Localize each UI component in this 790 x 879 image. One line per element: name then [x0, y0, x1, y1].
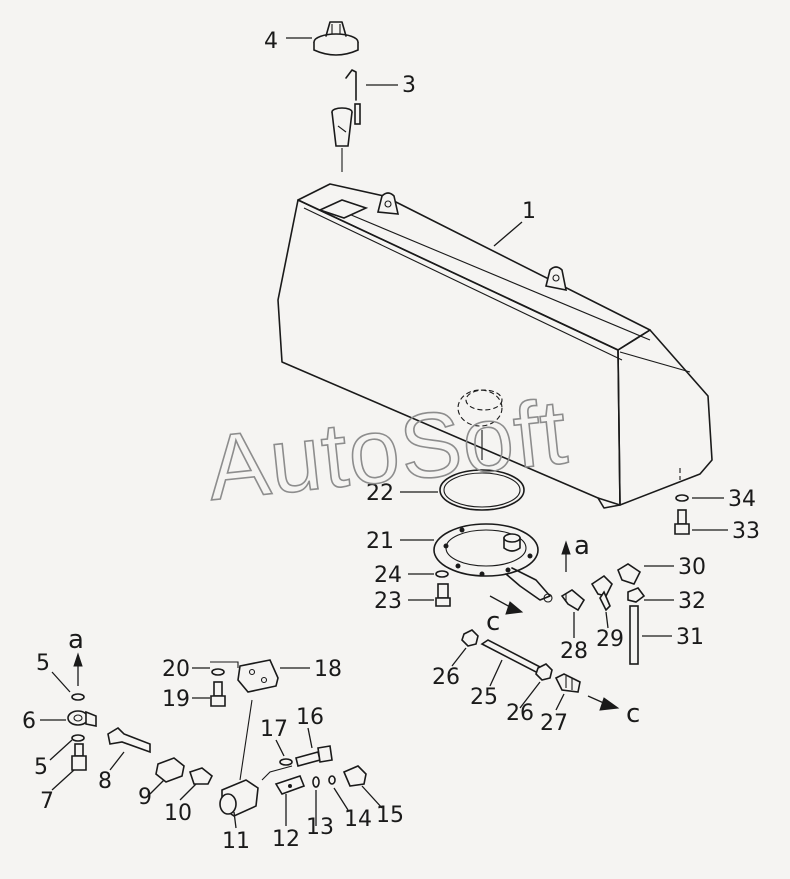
callout-7: 7 — [40, 789, 54, 814]
arrow-label-a-top: a — [574, 531, 590, 561]
tube-25 — [480, 639, 544, 673]
callout-22: 22 — [366, 481, 394, 506]
pipe-8 — [107, 726, 151, 754]
callout-13: 13 — [306, 815, 334, 840]
washer-5b — [71, 734, 85, 742]
callout-9: 9 — [138, 785, 152, 810]
bolt-19 — [210, 681, 226, 707]
callout-15: 15 — [376, 803, 404, 828]
callout-32: 32 — [678, 589, 706, 614]
bolt-16 — [295, 745, 333, 767]
bolt-33 — [674, 509, 690, 535]
callout-1: 1 — [522, 199, 536, 224]
fuel-tank — [277, 183, 713, 509]
callout-10: 10 — [164, 801, 192, 826]
callout-19: 19 — [162, 687, 190, 712]
callout-34: 34 — [728, 487, 756, 512]
arrow-a-top — [561, 540, 571, 572]
callout-12: 12 — [272, 827, 300, 852]
elbow-30 — [617, 563, 642, 585]
callout-24: 24 — [374, 563, 402, 588]
connector-12 — [274, 775, 306, 795]
washer-14 — [328, 775, 336, 785]
callout-31: 31 — [676, 625, 704, 650]
filler-pin — [345, 69, 361, 125]
callout-20: 20 — [162, 657, 190, 682]
callout-14: 14 — [344, 807, 372, 832]
callout-28: 28 — [560, 639, 588, 664]
callout-17: 17 — [260, 717, 288, 742]
callout-4: 4 — [264, 29, 278, 54]
callout-3: 3 — [402, 73, 416, 98]
callout-29: 29 — [596, 627, 624, 652]
callout-26a: 26 — [432, 665, 460, 690]
fitting-9 — [155, 757, 185, 783]
callout-5b: 5 — [34, 755, 48, 780]
filler-cap — [313, 21, 359, 56]
hose-31 — [629, 605, 639, 665]
arrow-a-left — [73, 652, 83, 686]
callout-5a: 5 — [36, 651, 50, 676]
callout-labels: 4 3 1 22 21 24 23 26 25 26 27 28 29 30 3… — [22, 29, 760, 854]
arrow-c-mid — [489, 595, 524, 615]
callout-27: 27 — [540, 711, 568, 736]
washer-34 — [675, 494, 689, 502]
bolt-23 — [435, 583, 451, 607]
washer-20 — [211, 668, 225, 676]
washer-24 — [435, 570, 449, 578]
valve-11 — [219, 699, 259, 817]
nut-26a — [461, 629, 479, 647]
callout-33: 33 — [732, 519, 760, 544]
flange-cover — [433, 523, 553, 603]
callout-11: 11 — [222, 829, 250, 854]
nut-26b — [535, 663, 553, 681]
bracket-18 — [210, 659, 279, 693]
callout-26b: 26 — [506, 701, 534, 726]
leader-lines — [40, 37, 728, 829]
connector-27 — [554, 673, 581, 693]
fitting-15 — [342, 765, 367, 787]
callout-18: 18 — [314, 657, 342, 682]
arrow-label-a-left: a — [68, 625, 84, 655]
arrow-c-right — [587, 695, 620, 711]
clamp-32 — [627, 587, 646, 603]
watermark: AutoSoft — [203, 381, 573, 520]
bolt-7 — [71, 743, 87, 771]
callout-25: 25 — [470, 685, 498, 710]
fitting-10 — [188, 767, 214, 785]
arrow-label-c-right: c — [626, 699, 640, 729]
callout-6: 6 — [22, 709, 36, 734]
o-ring — [439, 469, 525, 511]
callout-30: 30 — [678, 555, 706, 580]
washer-17 — [261, 758, 293, 781]
fitting-29 — [590, 574, 613, 612]
callout-21: 21 — [366, 529, 394, 554]
washer-13 — [312, 776, 320, 788]
washer-5a — [71, 693, 85, 701]
filler-strainer — [331, 107, 353, 172]
elbow-28 — [560, 589, 586, 612]
callout-16: 16 — [296, 705, 324, 730]
arrow-label-c-mid: c — [486, 607, 500, 637]
banjo-6 — [67, 710, 97, 727]
callout-23: 23 — [374, 589, 402, 614]
callout-8: 8 — [98, 769, 112, 794]
